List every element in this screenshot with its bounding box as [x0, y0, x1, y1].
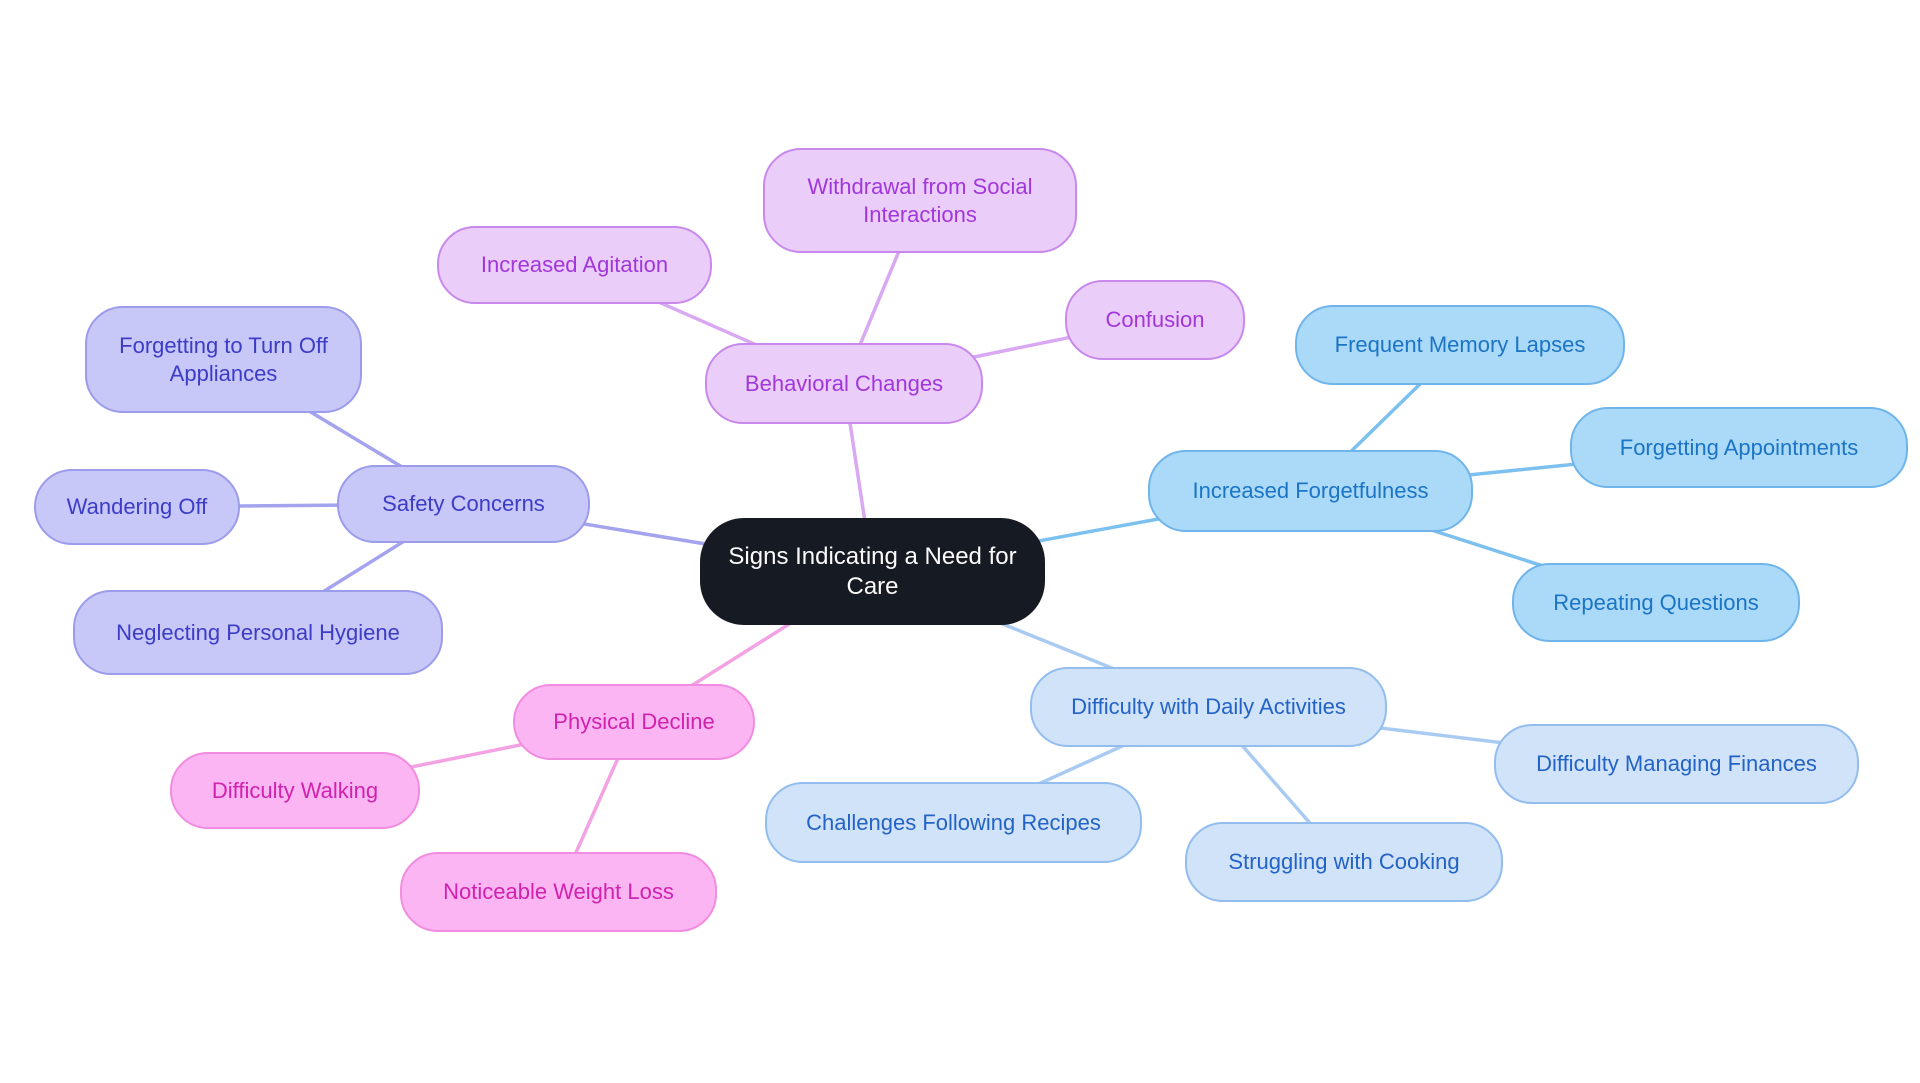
mindmap-node-struggling-with-cooking[interactable]: Struggling with Cooking — [1185, 822, 1503, 902]
mindmap-node-repeating-questions[interactable]: Repeating Questions — [1512, 563, 1800, 642]
mindmap-node-confusion[interactable]: Confusion — [1065, 280, 1245, 360]
mindmap-node-signs-indicating-a-need-for-care[interactable]: Signs Indicating a Need for Care — [700, 518, 1045, 625]
mindmap-node-noticeable-weight-loss[interactable]: Noticeable Weight Loss — [400, 852, 717, 932]
mindmap-node-wandering-off[interactable]: Wandering Off — [34, 469, 240, 545]
mindmap-node-forgetting-to-turn-off-appliances[interactable]: Forgetting to Turn Off Appliances — [85, 306, 362, 413]
mindmap-node-physical-decline[interactable]: Physical Decline — [513, 684, 755, 760]
mindmap-node-neglecting-personal-hygiene[interactable]: Neglecting Personal Hygiene — [73, 590, 443, 675]
mindmap-node-safety-concerns[interactable]: Safety Concerns — [337, 465, 590, 543]
mindmap-node-challenges-following-recipes[interactable]: Challenges Following Recipes — [765, 782, 1142, 863]
mindmap-node-withdrawal-from-social-interactions[interactable]: Withdrawal from Social Interactions — [763, 148, 1077, 253]
mindmap-node-forgetting-appointments[interactable]: Forgetting Appointments — [1570, 407, 1908, 488]
mindmap-node-difficulty-walking[interactable]: Difficulty Walking — [170, 752, 420, 829]
mindmap-node-behavioral-changes[interactable]: Behavioral Changes — [705, 343, 983, 424]
mindmap-node-frequent-memory-lapses[interactable]: Frequent Memory Lapses — [1295, 305, 1625, 385]
mindmap-node-increased-agitation[interactable]: Increased Agitation — [437, 226, 712, 304]
mindmap-node-increased-forgetfulness[interactable]: Increased Forgetfulness — [1148, 450, 1473, 532]
mindmap-node-difficulty-managing-finances[interactable]: Difficulty Managing Finances — [1494, 724, 1859, 804]
mindmap-node-difficulty-with-daily-activities[interactable]: Difficulty with Daily Activities — [1030, 667, 1387, 747]
